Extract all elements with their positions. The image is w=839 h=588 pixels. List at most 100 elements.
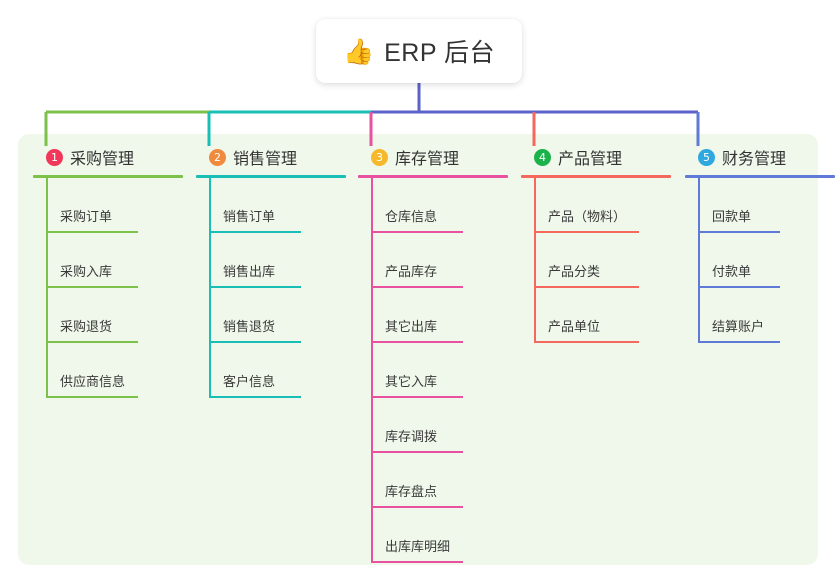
leaf-item[interactable]: 其它出库 — [358, 288, 508, 343]
branch-leaf-list-1: 采购订单采购入库采购退货供应商信息 — [33, 178, 183, 398]
leaf-item[interactable]: 销售出库 — [196, 233, 346, 288]
leaf-label: 其它出库 — [385, 319, 438, 334]
thumbs-up-emoji: 👍 — [342, 36, 375, 66]
leaf-item[interactable]: 库存调拨 — [358, 398, 508, 453]
leaf-item[interactable]: 产品（物料） — [521, 178, 671, 233]
leaf-connector-stem — [209, 288, 211, 343]
leaf-item[interactable]: 供应商信息 — [33, 343, 183, 398]
leaf-underline — [371, 561, 463, 563]
leaf-underline — [209, 231, 301, 233]
branch-number-badge-4: 4 — [534, 148, 551, 166]
branches-panel — [18, 134, 818, 565]
leaf-underline — [534, 286, 639, 288]
leaf-label: 销售订单 — [223, 209, 276, 224]
leaf-item[interactable]: 产品库存 — [358, 233, 508, 288]
branch-title-2: 销售管理 — [233, 151, 298, 168]
leaf-label: 仓库信息 — [385, 209, 438, 224]
leaf-underline — [534, 341, 639, 343]
branch-leaf-list-5: 回款单付款单结算账户 — [685, 178, 835, 343]
leaf-connector-stem — [698, 178, 700, 233]
leaf-connector-stem — [371, 233, 373, 288]
leaf-underline — [46, 286, 138, 288]
leaf-underline — [371, 341, 463, 343]
root-node-label: ERP 后台 — [384, 39, 496, 67]
leaf-label: 销售出库 — [223, 264, 276, 279]
leaf-underline — [46, 341, 138, 343]
branch-header-2[interactable]: 2 销售管理 — [196, 144, 346, 170]
leaf-connector-stem — [698, 233, 700, 288]
leaf-connector-stem — [534, 233, 536, 288]
leaf-label: 其它入库 — [385, 374, 438, 389]
leaf-label: 采购入库 — [60, 264, 113, 279]
branch-header-5[interactable]: 5 财务管理 — [685, 144, 835, 170]
leaf-connector-stem — [371, 398, 373, 453]
leaf-underline — [371, 451, 463, 453]
leaf-item[interactable]: 产品分类 — [521, 233, 671, 288]
branch-column-2: 2 销售管理销售订单销售出库销售退货客户信息 — [196, 144, 346, 398]
branch-leaf-list-2: 销售订单销售出库销售退货客户信息 — [196, 178, 346, 398]
leaf-connector-stem — [371, 508, 373, 563]
leaf-connector-stem — [698, 288, 700, 343]
leaf-label: 产品单位 — [548, 319, 601, 334]
leaf-label: 采购订单 — [60, 209, 113, 224]
leaf-item[interactable]: 结算账户 — [685, 288, 835, 343]
leaf-label: 采购退货 — [60, 319, 113, 334]
leaf-underline — [46, 231, 138, 233]
leaf-label: 付款单 — [712, 264, 752, 279]
branch-underline-1 — [33, 175, 183, 178]
leaf-label: 结算账户 — [712, 319, 765, 334]
branch-underline-5 — [685, 175, 835, 178]
leaf-item[interactable]: 客户信息 — [196, 343, 346, 398]
leaf-label: 产品库存 — [385, 264, 438, 279]
branch-title-5: 财务管理 — [722, 151, 787, 168]
leaf-item[interactable]: 销售订单 — [196, 178, 346, 233]
leaf-item[interactable]: 其它入库 — [358, 343, 508, 398]
leaf-item[interactable]: 销售退货 — [196, 288, 346, 343]
leaf-connector-stem — [46, 178, 48, 233]
leaf-item[interactable]: 付款单 — [685, 233, 835, 288]
leaf-connector-stem — [371, 178, 373, 233]
leaf-connector-stem — [209, 178, 211, 233]
leaf-item[interactable]: 采购订单 — [33, 178, 183, 233]
leaf-label: 回款单 — [712, 209, 752, 224]
branch-column-5: 5 财务管理回款单付款单结算账户 — [685, 144, 835, 343]
root-node[interactable]: 👍 ERP 后台 — [316, 19, 522, 83]
leaf-item[interactable]: 产品单位 — [521, 288, 671, 343]
leaf-underline — [371, 396, 463, 398]
leaf-connector-stem — [371, 343, 373, 398]
leaf-item[interactable]: 出库库明细 — [358, 508, 508, 563]
branch-underline-2 — [196, 175, 346, 178]
leaf-underline — [209, 396, 301, 398]
leaf-label: 产品（物料） — [548, 209, 627, 224]
leaf-label: 客户信息 — [223, 374, 276, 389]
leaf-connector-stem — [371, 453, 373, 508]
leaf-label: 库存盘点 — [385, 484, 438, 499]
leaf-connector-stem — [371, 288, 373, 343]
leaf-label: 库存调拨 — [385, 429, 438, 444]
root-node-content: 👍 ERP 后台 — [343, 33, 495, 69]
leaf-underline — [371, 231, 463, 233]
leaf-item[interactable]: 回款单 — [685, 178, 835, 233]
branch-title-3: 库存管理 — [395, 151, 460, 168]
leaf-item[interactable]: 库存盘点 — [358, 453, 508, 508]
branch-underline-3 — [358, 175, 508, 178]
leaf-underline — [698, 231, 780, 233]
leaf-item[interactable]: 采购入库 — [33, 233, 183, 288]
branch-number-badge-5: 5 — [698, 148, 715, 166]
leaf-item[interactable]: 采购退货 — [33, 288, 183, 343]
leaf-connector-stem — [534, 178, 536, 233]
leaf-underline — [698, 341, 780, 343]
leaf-connector-stem — [209, 343, 211, 398]
leaf-underline — [371, 286, 463, 288]
leaf-item[interactable]: 仓库信息 — [358, 178, 508, 233]
leaf-connector-stem — [209, 233, 211, 288]
leaf-underline — [534, 231, 639, 233]
branch-number-badge-2: 2 — [209, 148, 226, 166]
branch-leaf-list-3: 仓库信息产品库存其它出库其它入库库存调拨库存盘点出库库明细 — [358, 178, 508, 563]
